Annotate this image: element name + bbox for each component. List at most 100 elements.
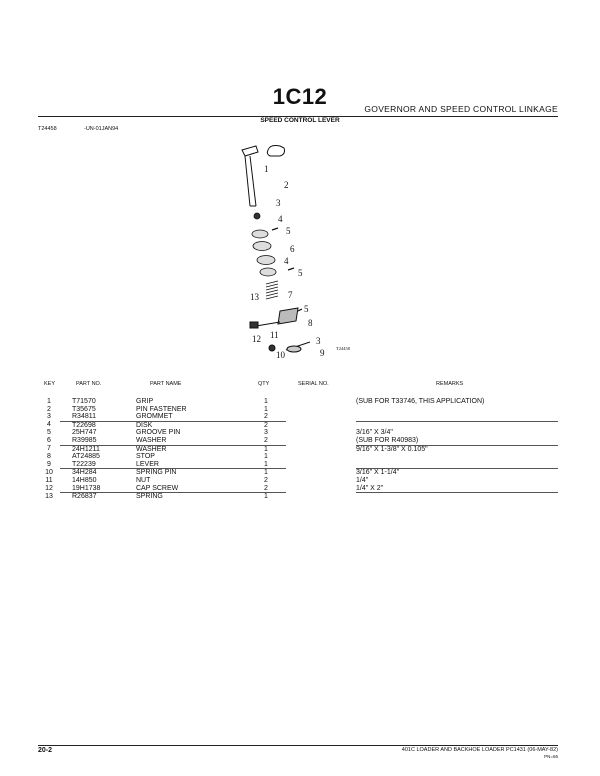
figure-id: T24458: [38, 126, 57, 132]
qty-cell: 1: [264, 398, 268, 405]
qty-cell: 1: [264, 445, 268, 453]
callout-13: 13: [250, 292, 260, 302]
remarks-cell: 3/16" X 1-1/4": [356, 469, 400, 477]
callout-5: 5: [286, 226, 291, 236]
figure-title: SPEED CONTROL LEVER: [260, 117, 340, 124]
table-row: 10 34H284 SPRING PIN 1 3/16" X 1-1/4": [38, 469, 558, 477]
callout-3b: 3: [316, 336, 321, 346]
footer-pn: PN=66: [544, 754, 558, 759]
serial-cell: [286, 429, 356, 437]
serial-cell: [286, 453, 356, 461]
callout-2: 2: [284, 180, 289, 190]
exploded-parts-diagram: 1 2 3 4 5 6 4 5 13 7 5 8 11 12 10 3 9 T2…: [241, 145, 351, 360]
part-no-cell: R26837: [72, 493, 97, 501]
remarks-cell: 3/16" X 3/4": [356, 429, 393, 437]
callout-9: 9: [320, 348, 325, 358]
part-no-cell: 34H284: [72, 469, 97, 477]
callout-5b: 5: [298, 268, 303, 278]
remarks-cell: [356, 460, 558, 470]
qty-cell: 2: [264, 421, 268, 429]
callout-3: 3: [276, 198, 281, 208]
qty-cell: 3: [264, 429, 268, 437]
serial-cell: [286, 398, 356, 406]
part-name-cell: GROOVE PIN: [136, 429, 181, 437]
key-cell: 1: [47, 398, 51, 405]
part-name-cell: LEVER: [136, 460, 246, 470]
part-name-cell: DISK: [136, 421, 153, 429]
part-no-cell: T22698: [72, 421, 96, 429]
part-no-cell: R34811: [60, 413, 136, 422]
serial-cell: [286, 485, 356, 493]
key-cell: 2: [47, 405, 51, 413]
table-row: 5 25H747 GROOVE PIN 3 3/16" X 3/4": [38, 429, 558, 437]
callout-5c: 5: [304, 304, 309, 314]
footer-publication: 401C LOADER AND BACKHOE LOADER PC1431 (0…: [401, 747, 558, 753]
key-cell: 6: [47, 436, 51, 444]
part-no-cell: 19H1738: [60, 484, 136, 494]
serial-cell: [286, 406, 356, 414]
serial-cell: [286, 413, 356, 421]
callout-8: 8: [308, 318, 313, 328]
part-no-cell: T35675: [72, 405, 96, 413]
part-no-cell: T71570: [72, 398, 96, 405]
remarks-cell: [356, 406, 558, 414]
callout-7: 7: [288, 290, 293, 300]
serial-cell: [286, 493, 356, 501]
part-no-cell: 25H747: [72, 429, 97, 437]
key-cell: 9: [47, 460, 51, 468]
groove-pins: [271, 227, 303, 312]
part-no-cell: R39985: [60, 436, 136, 446]
parts-table: 1 T71570 GRIP 1 (SUB FOR T33746, THIS APPLIC…: [38, 398, 558, 501]
grip: [266, 145, 285, 157]
footer-rule: [38, 745, 558, 746]
qty-cell: 2: [246, 413, 286, 422]
part-name-cell: SPRING: [136, 493, 163, 501]
table-row: 1 T71570 GRIP 1 (SUB FOR T33746, THIS APPLIC…: [38, 398, 558, 406]
qty-cell: 1: [264, 469, 268, 477]
footer-page-number: 20-2: [38, 747, 53, 754]
part-no-cell: AT24885: [72, 453, 100, 461]
header-rule: [38, 116, 558, 117]
part-name-cell: GRIP: [136, 398, 154, 405]
col-part-no: PART NO.: [76, 381, 102, 387]
lever-assembly: [249, 307, 311, 353]
serial-cell: [286, 461, 356, 469]
col-key: KEY: [44, 381, 56, 387]
remarks-cell: (SUB FOR T33746, THIS APPLICATION): [356, 398, 485, 405]
key-cell: 8: [47, 453, 51, 461]
table-row: 4 T22698 DISK 2: [38, 421, 558, 429]
callout-4b: 4: [284, 256, 289, 266]
part-name-cell: NUT: [136, 476, 151, 484]
part-name-cell: WASHER: [136, 445, 167, 453]
qty-cell: 1: [264, 405, 268, 413]
col-remarks: REMARKS: [436, 381, 464, 387]
part-name-cell: SPRING PIN: [136, 469, 177, 477]
part-name-cell: STOP: [136, 453, 155, 461]
remarks-cell: 1/4": [356, 476, 369, 484]
qty-cell: 2: [246, 436, 286, 446]
callout-4: 4: [278, 214, 283, 224]
lever-rod: [241, 145, 259, 207]
key-cell: 13: [45, 492, 53, 500]
key-cell: 5: [47, 429, 51, 437]
part-no-cell: T22239: [60, 460, 136, 470]
spring: [265, 280, 279, 300]
key-cell: 10: [45, 468, 53, 476]
callout-11: 11: [270, 330, 279, 340]
diagram-stamp: T24458: [336, 346, 351, 351]
col-qty: QTY: [258, 381, 270, 387]
section-title: GOVERNOR AND SPEED CONTROL LINKAGE: [364, 104, 558, 114]
page-number: 1C12: [272, 84, 328, 109]
part-no-cell: 24H1211: [72, 445, 100, 453]
callout-1: 1: [264, 164, 269, 174]
part-name-cell: CAP SCREW: [136, 484, 246, 494]
key-cell: 4: [47, 421, 51, 429]
qty-cell: 1: [246, 460, 286, 470]
serial-cell: [286, 437, 356, 445]
